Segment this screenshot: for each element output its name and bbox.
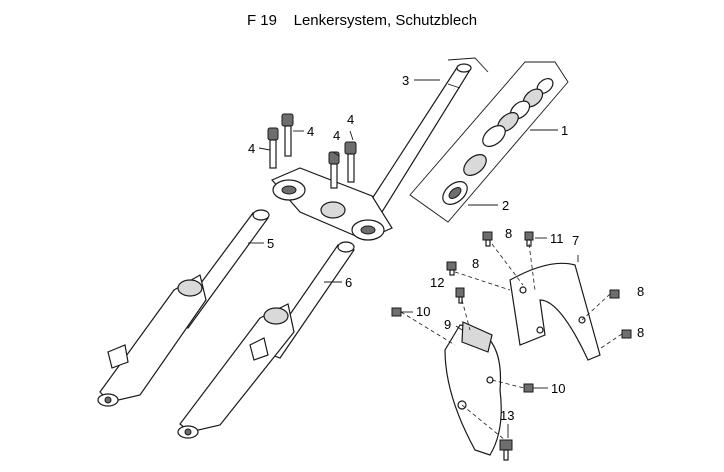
callout-1: 1	[561, 123, 568, 138]
callout-9: 9	[444, 317, 451, 332]
callout-3: 3	[402, 73, 409, 88]
fork-leg-left[interactable]	[97, 209, 270, 407]
nut-10a[interactable]	[391, 307, 402, 317]
callout-4b: 4	[307, 124, 314, 139]
screw-8c[interactable]	[609, 289, 620, 299]
figure-code: F 19	[246, 12, 277, 29]
nut-12[interactable]	[455, 287, 465, 304]
leader-4a	[258, 147, 271, 151]
callout-11: 11	[550, 231, 564, 246]
lower-bearing[interactable]	[438, 151, 490, 209]
assembly-line-5	[597, 333, 623, 351]
fender-bracket[interactable]	[509, 262, 601, 361]
clamp-bolt-1[interactable]	[267, 127, 279, 169]
clamp-bolt-4[interactable]	[344, 141, 357, 183]
fork-triple-clamp[interactable]	[271, 167, 393, 241]
screw-8a[interactable]	[482, 231, 493, 247]
assembly-line-1	[491, 243, 524, 286]
fork-leg-right[interactable]	[177, 241, 355, 439]
assembly-line-6	[461, 299, 471, 331]
callout-8c: 8	[637, 284, 644, 299]
figure-title: Lenkersystem, Schutzblech	[293, 12, 478, 29]
leader-9	[455, 325, 463, 331]
screw-8b[interactable]	[446, 261, 457, 276]
screw-11[interactable]	[524, 231, 534, 247]
callout-4a: 4	[248, 141, 255, 156]
front-fender[interactable]	[444, 321, 502, 456]
callout-4d: 4	[347, 112, 354, 127]
stem-group-outline	[447, 57, 489, 73]
clamp-bolt-3[interactable]	[328, 151, 340, 189]
bearing-group-outline	[409, 61, 569, 223]
assembly-line-2	[454, 271, 511, 291]
callout-2: 2	[502, 198, 509, 213]
callout-6: 6	[345, 275, 352, 290]
callout-5: 5	[267, 236, 274, 251]
callout-10b: 10	[551, 381, 565, 396]
screw-8d[interactable]	[621, 329, 632, 339]
assembly-line-9	[461, 404, 506, 441]
assembly-line-3	[528, 243, 536, 291]
bearing-set[interactable]	[479, 76, 556, 151]
callout-8a: 8	[505, 226, 512, 241]
clamp-bolt-2[interactable]	[281, 113, 294, 157]
callout-4c: 4	[333, 128, 340, 143]
callout-10a: 10	[416, 304, 430, 319]
assembly-line-7	[400, 311, 456, 346]
assembly-line-4	[581, 293, 611, 321]
bolt-13[interactable]	[499, 439, 513, 461]
assembly-line-8	[491, 379, 525, 389]
page-title: F 19 Lenkersystem, Schutzblech	[0, 12, 724, 29]
callout-13: 13	[500, 408, 514, 423]
leader-4d	[349, 130, 354, 141]
callout-7: 7	[572, 233, 579, 248]
callout-12: 12	[430, 275, 444, 290]
callout-8d: 8	[637, 325, 644, 340]
nut-10b[interactable]	[523, 383, 534, 393]
leader-4c	[332, 151, 340, 157]
callout-8b: 8	[472, 256, 479, 271]
